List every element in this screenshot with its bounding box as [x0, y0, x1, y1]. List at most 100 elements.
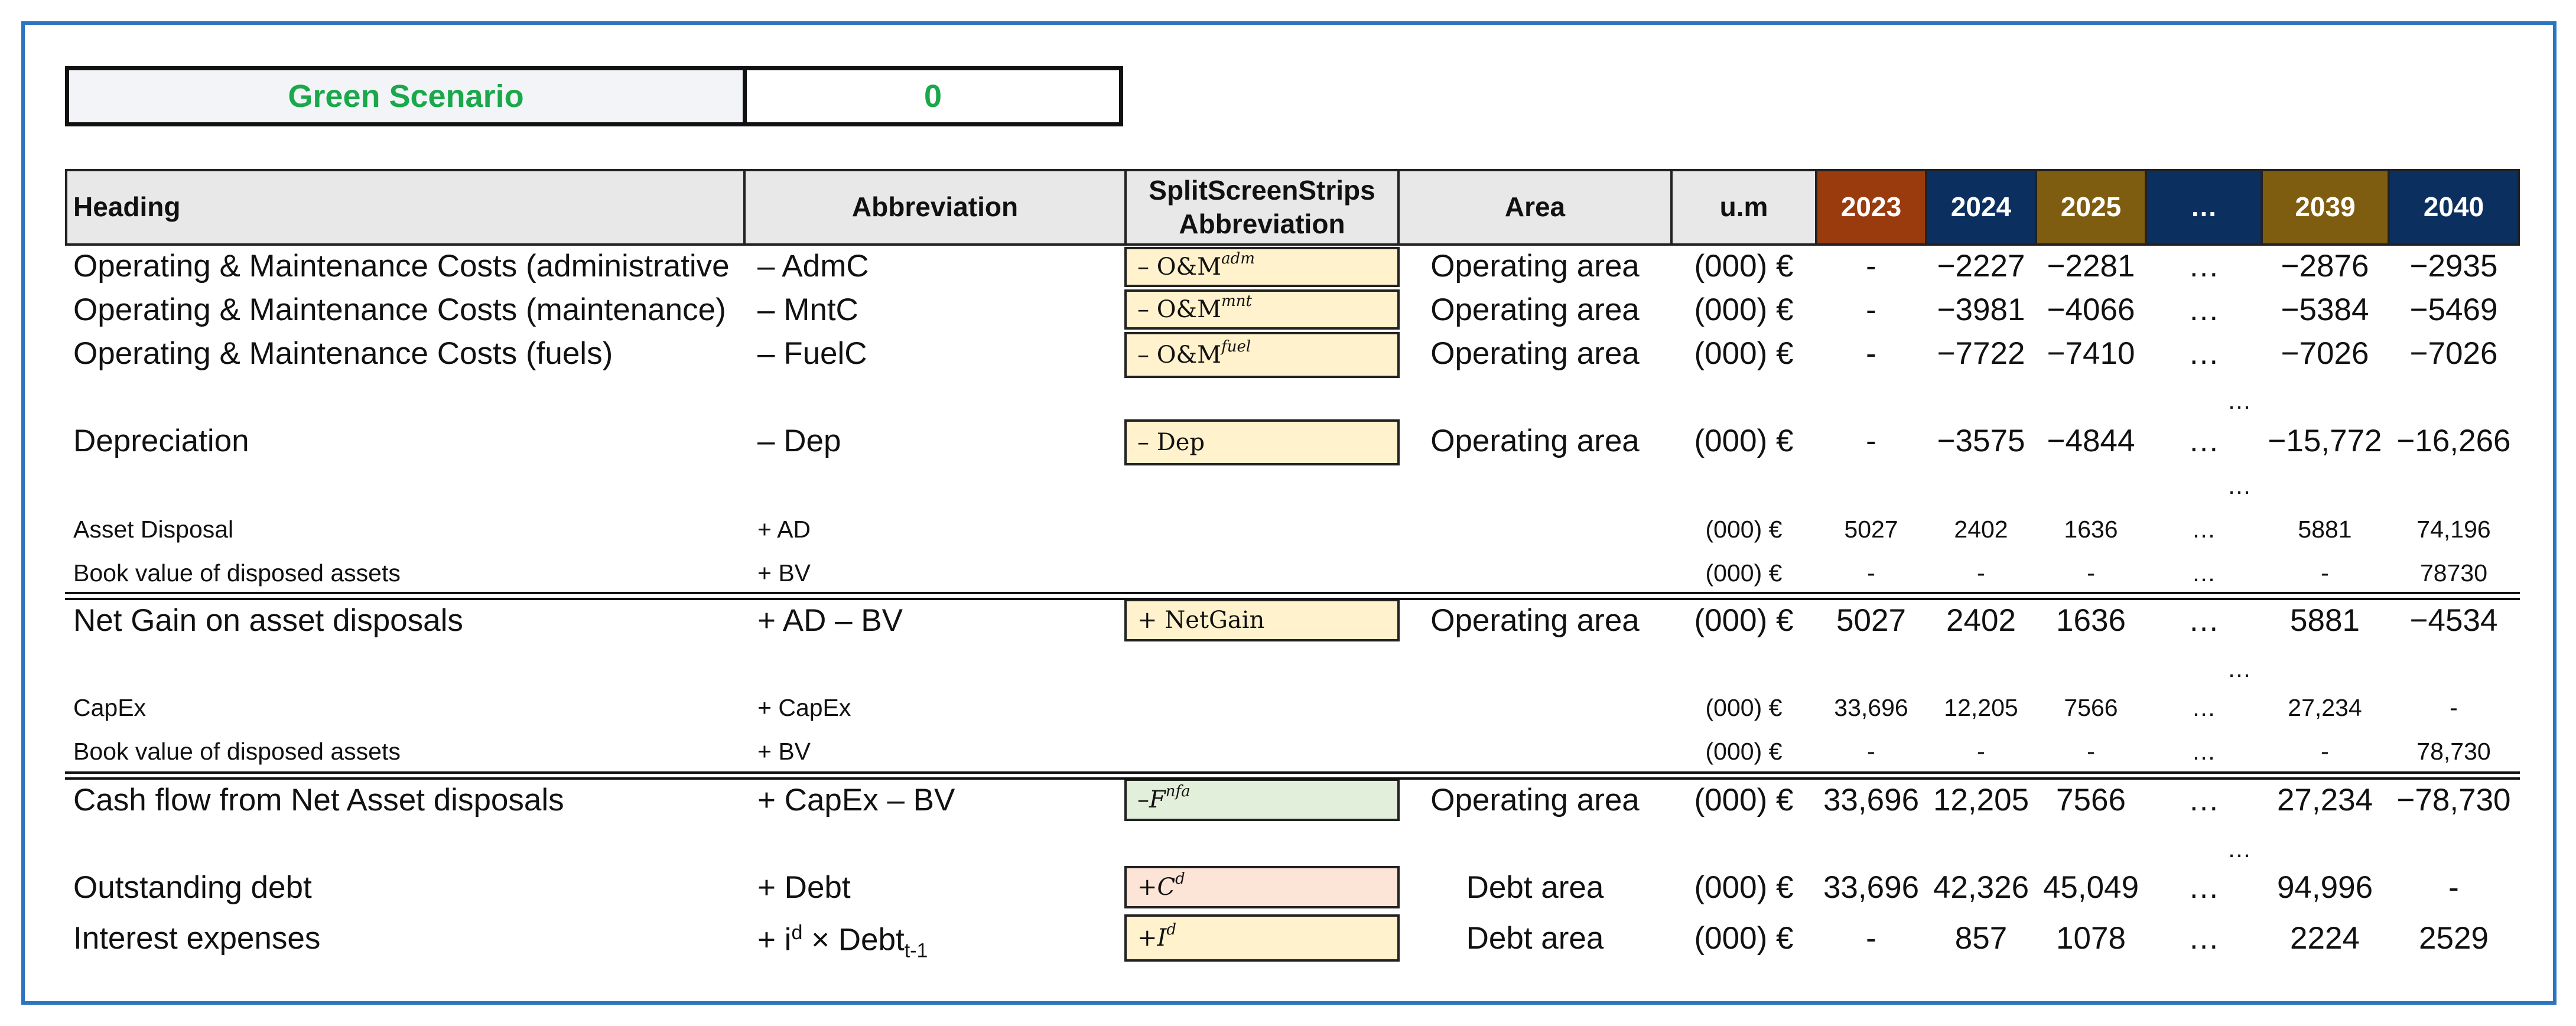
row-value: −5384 — [2281, 292, 2369, 327]
formula-superscript: mnt — [1221, 292, 1252, 310]
formula-superscript: d — [1175, 870, 1185, 888]
row-unit: (000) € — [1694, 602, 1794, 638]
row-value: 5881 — [2298, 515, 2352, 543]
row-area: Operating area — [1430, 423, 1640, 458]
formula-symbol: C — [1157, 874, 1176, 901]
outer-frame — [21, 21, 2557, 1005]
row-value: 2529 — [2419, 920, 2489, 956]
scenario-box: Green Scenario 0 — [65, 66, 1123, 126]
row-value: −7026 — [2281, 336, 2369, 371]
row-heading: CapEx — [73, 693, 147, 721]
row-value: … — [2191, 693, 2216, 721]
row-unit: (000) € — [1694, 292, 1794, 327]
row-abbreviation: + id × Debtt-1 — [757, 923, 928, 960]
row-value: … — [2191, 737, 2216, 765]
row-heading: Depreciation — [73, 423, 249, 458]
row-value: - — [1977, 737, 1985, 765]
header-split-line2: Abbreviation — [1179, 209, 1345, 239]
row-value: −4066 — [2047, 292, 2135, 327]
row-abbreviation: + CapEx — [757, 693, 851, 721]
row-value: 78,730 — [2416, 737, 2491, 765]
row-value: - — [2448, 869, 2459, 905]
formula-box: + NetGain — [1124, 599, 1400, 641]
row-value: - — [1866, 248, 1876, 284]
row-abbreviation: + BV — [757, 559, 811, 587]
row-value: … — [2188, 920, 2220, 956]
row-value: −15,772 — [2268, 423, 2382, 458]
row-heading: Operating & Maintenance Costs (maintenan… — [73, 292, 726, 327]
row-heading: Net Gain on asset disposals — [73, 602, 463, 638]
row-heading: Interest expenses — [73, 920, 321, 956]
row-abbreviation: + Debt — [757, 869, 851, 905]
row-value: −2227 — [1937, 248, 2025, 284]
scenario-value[interactable]: 0 — [747, 70, 1119, 122]
row-abbreviation: + CapEx – BV — [757, 782, 955, 817]
row-value: - — [2087, 559, 2095, 587]
header-split-abbreviation: SplitScreenStrips Abbreviation — [1124, 169, 1400, 246]
row-value: 5027 — [1836, 602, 1906, 638]
row-value: −2935 — [2409, 248, 2498, 284]
row-heading: Cash flow from Net Asset disposals — [73, 782, 564, 817]
row-abbreviation: – Dep — [757, 423, 841, 458]
row-unit: (000) € — [1705, 515, 1783, 543]
header-year-ellipsis: … — [2145, 169, 2263, 246]
row-area: Operating area — [1430, 248, 1640, 284]
row-value: 27,234 — [2276, 782, 2373, 817]
gap-dots: … — [2227, 835, 2252, 862]
row-value: 2402 — [1954, 515, 2008, 543]
row-heading: Book value of disposed assets — [73, 737, 401, 765]
row-value: 12,205 — [1933, 782, 2029, 817]
row-heading: Book value of disposed assets — [73, 559, 401, 587]
header-split-line1: SplitScreenStrips — [1149, 174, 1375, 206]
row-value: −3981 — [1937, 292, 2025, 327]
row-value: - — [1866, 423, 1876, 458]
header-year-2025: 2025 — [2035, 169, 2147, 246]
formula-text: – O&M — [1137, 296, 1222, 323]
row-value: 33,696 — [1834, 693, 1908, 721]
row-value: 1636 — [2056, 602, 2126, 638]
row-value: 94,996 — [2276, 869, 2373, 905]
separator-line — [65, 592, 2520, 600]
gap-dots: … — [2227, 655, 2252, 682]
row-value: −2876 — [2281, 248, 2369, 284]
formula-text: – O&M — [1137, 253, 1222, 281]
row-heading: Asset Disposal — [73, 515, 234, 543]
gap-dots: … — [2227, 387, 2252, 414]
header-year-2040: 2040 — [2388, 169, 2520, 246]
row-value: 857 — [1954, 920, 2008, 956]
header-heading: Heading — [65, 169, 746, 246]
row-value: −5469 — [2409, 292, 2498, 327]
row-value: 5027 — [1844, 515, 1898, 543]
row-value: −4844 — [2047, 423, 2135, 458]
row-abbreviation: – AdmC — [757, 248, 869, 284]
formula-symbol: F — [1149, 786, 1166, 813]
formula-superscript: adm — [1221, 250, 1255, 268]
formula-sign: + — [1137, 874, 1157, 901]
row-unit: (000) € — [1705, 693, 1783, 721]
row-value: −4534 — [2409, 602, 2498, 638]
row-value: 27,234 — [2288, 693, 2362, 721]
abbr-superscript: d — [791, 921, 803, 944]
formula-sign: – — [1137, 786, 1149, 813]
row-abbreviation: – FuelC — [757, 336, 867, 371]
scenario-label: Green Scenario — [69, 70, 747, 122]
row-value: 7566 — [2064, 693, 2118, 721]
row-unit: (000) € — [1694, 248, 1794, 284]
formula-box: – Dep — [1124, 419, 1400, 465]
row-value: - — [1867, 737, 1875, 765]
row-value: 45,049 — [2042, 869, 2139, 905]
row-value: - — [1866, 292, 1876, 327]
separator-line — [65, 771, 2520, 780]
gap-dots: … — [2227, 472, 2252, 499]
row-value: 33,696 — [1823, 869, 1920, 905]
row-abbreviation: + AD – BV — [757, 602, 903, 638]
row-abbreviation: + AD — [757, 515, 811, 543]
row-unit: (000) € — [1694, 782, 1794, 817]
row-value: … — [2188, 869, 2220, 905]
row-value: −7410 — [2047, 336, 2135, 371]
row-value: - — [1977, 559, 1985, 587]
row-value: … — [2188, 248, 2220, 284]
